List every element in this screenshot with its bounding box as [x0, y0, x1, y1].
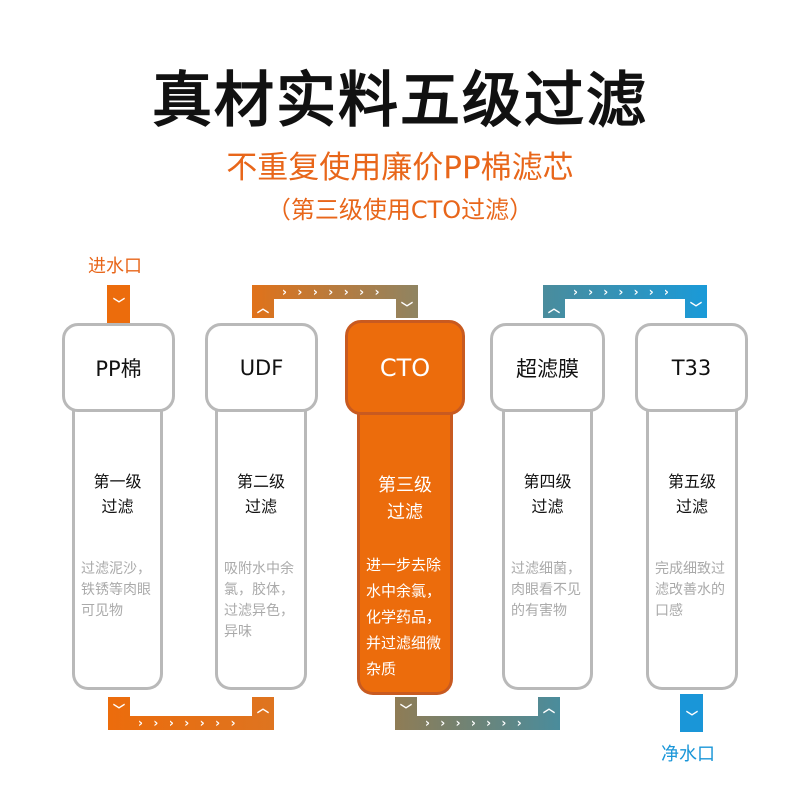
chevron-right-icon: › [425, 716, 430, 730]
filter-body: 第二级过滤 吸附水中余氯，胶体，过滤异色，异味 [215, 409, 307, 690]
stage-level: 第五级 [667, 472, 716, 491]
chevron-right-icon: › [455, 716, 461, 730]
chevron-up-icon: ︿ [257, 701, 270, 715]
inlet-label: 进水口 [88, 256, 142, 277]
chevron-down-icon: ﹀ [686, 710, 699, 724]
chevron-right-icon: › [663, 285, 669, 299]
filter-description: 完成细致过滤改善水的口感 [655, 561, 725, 619]
chevron-right-icon: › [328, 285, 334, 299]
chevron-right-icon: › [184, 716, 190, 730]
chevron-down-icon: ﹀ [690, 301, 703, 315]
filter-body: 第三级过滤 进一步去除水中余氯，化学药品，并过滤细微杂质 [357, 412, 453, 695]
stage-text: 过滤 [387, 502, 423, 523]
chevron-up-icon: ︿ [257, 301, 270, 315]
filter-stage: 第三级过滤 [360, 472, 450, 526]
chevron-down-icon: ﹀ [113, 297, 126, 311]
chevron-right-icon: › [215, 716, 221, 730]
filter-cap: T33 [635, 323, 748, 412]
filter-name: CTO [379, 353, 431, 382]
subtitle: 不重复使用廉价PP棉滤芯 [226, 150, 574, 186]
chevron-right-icon: › [618, 285, 624, 299]
filter-stage: 第一级过滤 [75, 469, 160, 519]
chevron-right-icon: › [312, 285, 318, 299]
chevron-right-icon: › [374, 285, 380, 299]
chevron-right-icon: › [648, 285, 654, 299]
filter-description: 进一步去除水中余氯，化学药品，并过滤细微杂质 [366, 556, 442, 678]
filter-body: 第四级过滤 过滤细菌，肉眼看不见的有害物 [502, 409, 593, 690]
filter-cap: PP棉 [62, 323, 175, 412]
filter-name: UDF [239, 355, 284, 380]
chevron-up-icon: ︿ [548, 301, 561, 315]
chevron-down-icon: ﹀ [400, 703, 413, 717]
chevron-right-icon: › [501, 716, 507, 730]
chevron-right-icon: › [470, 716, 476, 730]
chevron-right-icon: › [168, 716, 174, 730]
stage-text: 过滤 [101, 497, 134, 516]
chevron-right-icon: › [603, 285, 609, 299]
chevron-right-icon: › [230, 716, 236, 730]
stage-text: 过滤 [531, 497, 564, 516]
chevron-right-icon: › [282, 285, 287, 299]
filter-description: 过滤泥沙，铁锈等肉眼可见物 [81, 561, 151, 619]
filter-cap: CTO [345, 320, 465, 415]
stage-level: 第四级 [523, 472, 572, 491]
chevron-right-icon: › [343, 285, 349, 299]
filter-body: 第五级过滤 完成细致过滤改善水的口感 [646, 409, 738, 690]
filter-name: PP棉 [95, 356, 142, 381]
stage-level: 第二级 [236, 472, 285, 491]
stage-level: 第三级 [378, 475, 432, 496]
chevron-right-icon: › [199, 716, 205, 730]
filter-name: T33 [671, 355, 712, 380]
stage-text: 过滤 [675, 497, 708, 516]
outlet-label: 净水口 [661, 744, 715, 765]
chevron-right-icon: › [153, 716, 159, 730]
filter-name: 超滤膜 [516, 356, 579, 381]
filter-stage: 第四级过滤 [505, 469, 590, 519]
filter-stage: 第五级过滤 [649, 469, 735, 519]
chevron-right-icon: › [138, 716, 143, 730]
chevron-right-icon: › [359, 285, 365, 299]
chevron-right-icon: › [573, 285, 578, 299]
stage-text: 过滤 [244, 497, 277, 516]
chevron-up-icon: ︿ [543, 701, 556, 715]
filter-description: 过滤细菌，肉眼看不见的有害物 [511, 561, 581, 619]
chevron-right-icon: › [486, 716, 492, 730]
filter-description: 吸附水中余氯，胶体，过滤异色，异味 [224, 561, 294, 640]
filter-cap: 超滤膜 [490, 323, 605, 412]
chevron-right-icon: › [440, 716, 446, 730]
chevron-down-icon: ﹀ [401, 301, 414, 315]
chevron-right-icon: › [516, 716, 522, 730]
chevron-down-icon: ﹀ [113, 703, 126, 717]
stage-level: 第一级 [93, 472, 142, 491]
filter-body: 第一级过滤 过滤泥沙，铁锈等肉眼可见物 [72, 409, 163, 690]
chevron-right-icon: › [297, 285, 303, 299]
main-title: 真材实料五级过滤 [152, 66, 648, 136]
filter-stage: 第二级过滤 [218, 469, 304, 519]
chevron-right-icon: › [633, 285, 639, 299]
chevron-right-icon: › [588, 285, 594, 299]
subtitle-note: （第三级使用CTO过滤） [266, 196, 534, 224]
filter-cap: UDF [205, 323, 318, 412]
